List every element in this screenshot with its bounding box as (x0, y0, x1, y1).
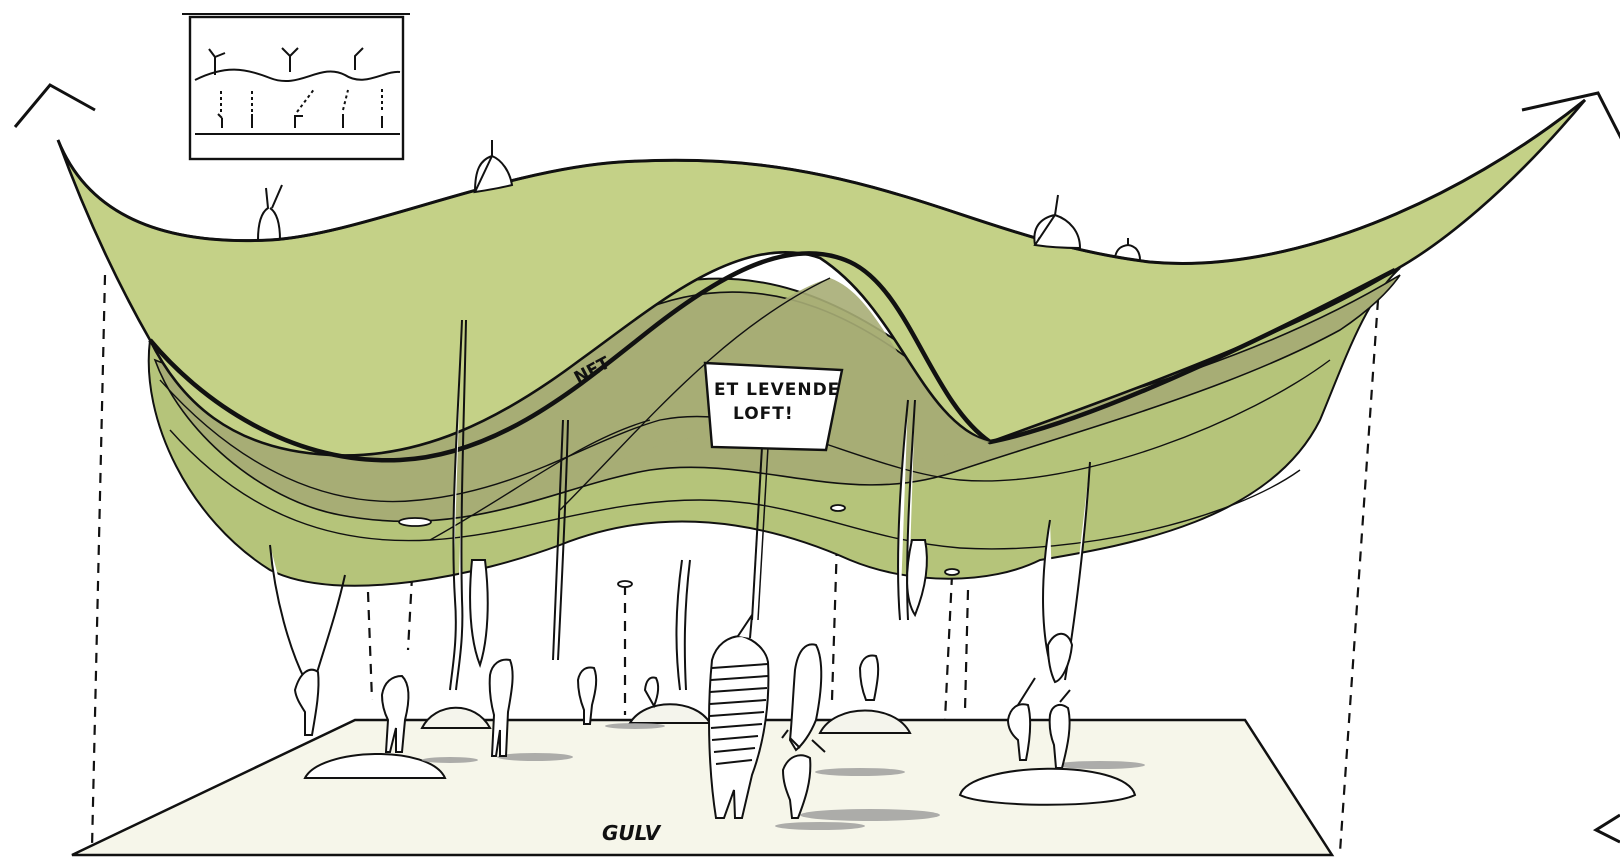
net-ceiling (58, 100, 1585, 587)
inset-thumbnail-sketch (182, 14, 410, 159)
left-arrow-icon (15, 85, 95, 127)
floor-plane (72, 704, 1332, 855)
sign-text-line2: LOFT! (733, 404, 794, 424)
bottom-right-arrow-icon (1596, 815, 1620, 842)
sign-text-line1: ET LEVENDE (714, 380, 840, 400)
floor-label: GULV (602, 821, 662, 845)
